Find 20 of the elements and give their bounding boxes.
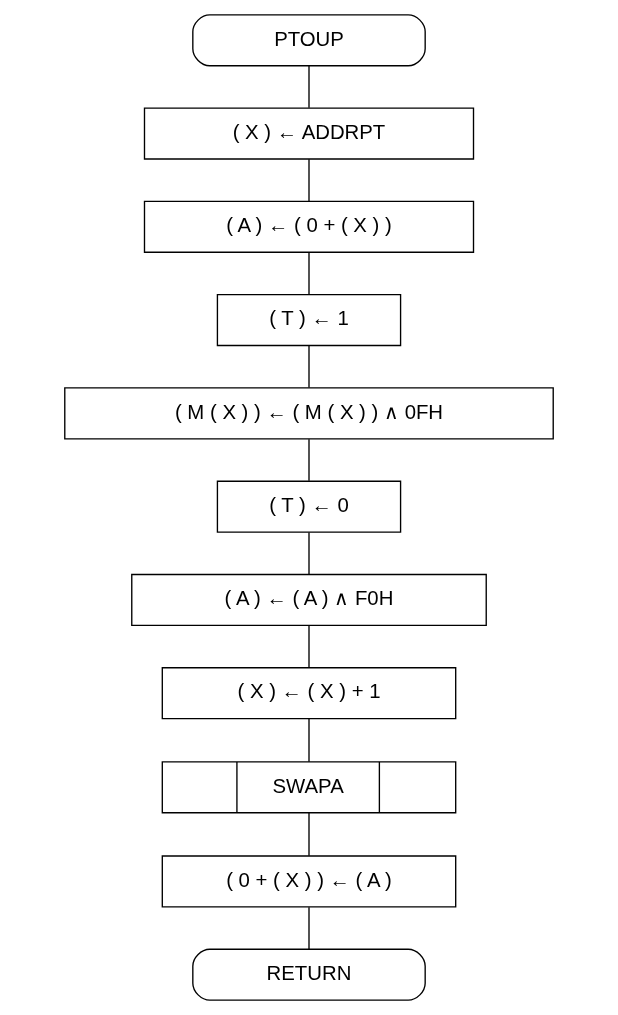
node-box: ( T ) ← 1 (216, 294, 402, 347)
connector (308, 65, 310, 109)
node-box: ( A ) ← ( 0 + ( X ) ) (143, 200, 475, 253)
node-box: ( 0 + ( X ) ) ← ( A ) (161, 855, 457, 908)
connector (308, 718, 310, 763)
connector (308, 251, 310, 295)
connector (308, 345, 310, 389)
connector (308, 438, 310, 482)
node-box: ( X ) ← ADDRPT (143, 107, 475, 160)
connector (308, 906, 310, 950)
node-box: ( T ) ← 0 (216, 480, 402, 533)
node-box: RETURN (192, 948, 426, 1001)
connector (308, 625, 310, 669)
connector (308, 531, 310, 575)
node-box: PTOUP (192, 14, 426, 67)
node-box: ( X ) ← ( X ) + 1 (161, 667, 457, 720)
node-box: ( A ) ← ( A ) ∧ F0H (131, 573, 487, 627)
node-box: ( M ( X ) ) ← ( M ( X ) ) ∧ 0FH (64, 387, 554, 440)
connector (308, 812, 310, 857)
connector (308, 158, 310, 202)
